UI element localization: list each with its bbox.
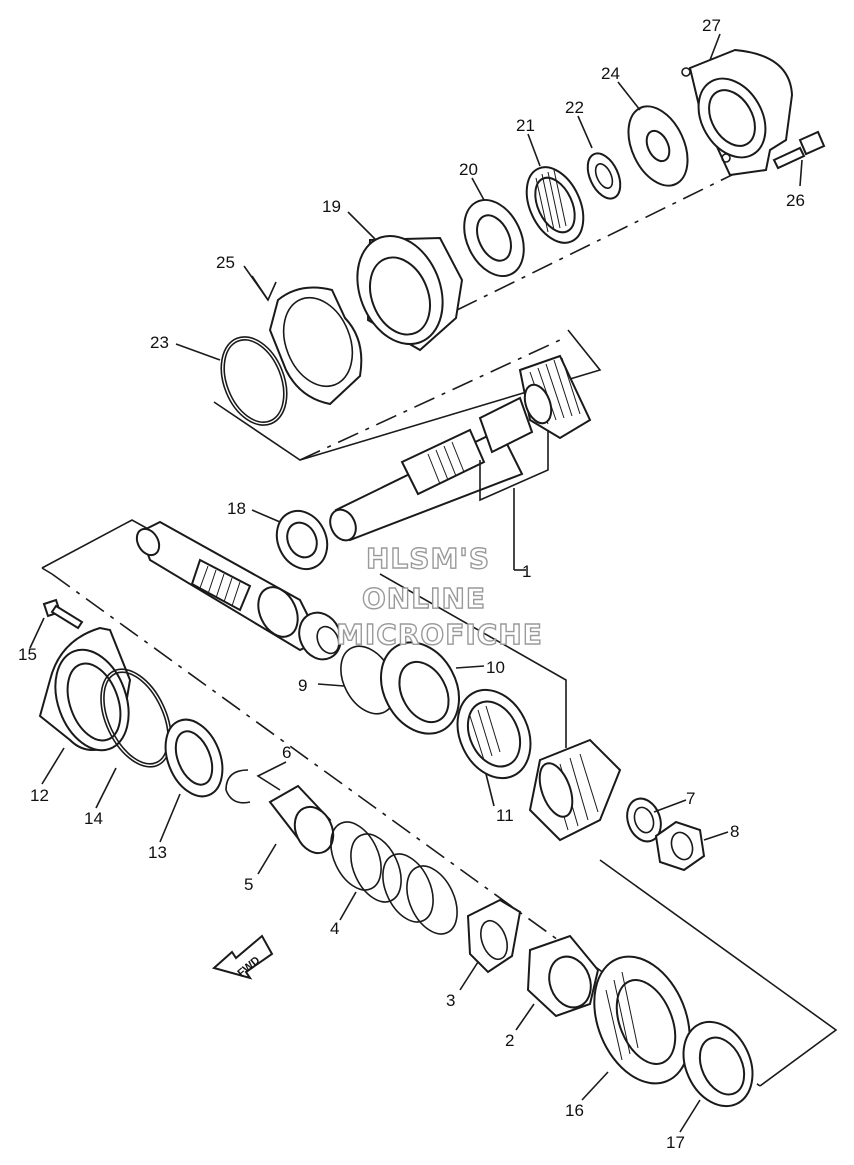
- callout-3: 3: [446, 991, 455, 1010]
- part-13-oil-seal[interactable]: [155, 711, 233, 805]
- watermark-line-1: HLSM'S: [366, 542, 490, 575]
- part-4-spring[interactable]: [321, 814, 467, 942]
- watermark: HLSM'S ONLINE MICROFICHE: [335, 541, 543, 651]
- callout-23: 23: [150, 333, 169, 352]
- callout-25: 25: [216, 253, 235, 272]
- part-14-o-ring[interactable]: [87, 658, 185, 778]
- lower-drive-shaft[interactable]: [132, 520, 348, 666]
- part-18-bearing[interactable]: [268, 503, 337, 578]
- part-11-bearing-race[interactable]: [444, 678, 545, 790]
- callout-labels: 27 24 22 21 20 19 25 23 26 18 1 15 9 10 …: [18, 16, 805, 1152]
- part-23-o-ring[interactable]: [209, 327, 299, 435]
- upper-assembly-outline: [213, 169, 743, 461]
- part-19-bearing-housing[interactable]: [342, 223, 464, 357]
- part-1-bracket: [479, 430, 549, 502]
- callout-20: 20: [459, 160, 478, 179]
- part-27-housing-cover[interactable]: [681, 48, 794, 177]
- callout-9: 9: [298, 676, 307, 695]
- callout-2: 2: [505, 1031, 514, 1050]
- callout-1: 1: [522, 562, 531, 581]
- part-12-flange-housing[interactable]: [38, 626, 142, 760]
- part-15-bolt[interactable]: [42, 598, 84, 630]
- part-16-reverse-gear[interactable]: [576, 942, 707, 1097]
- callout-8: 8: [730, 822, 739, 841]
- part-2-forward-gear[interactable]: [526, 934, 600, 1018]
- callout-13: 13: [148, 843, 167, 862]
- part-3-clutch-dog[interactable]: [466, 898, 522, 974]
- part-1-pinion-shaft[interactable]: [325, 396, 534, 545]
- callout-5: 5: [244, 875, 253, 894]
- watermark-line-3: MICROFICHE: [336, 618, 543, 651]
- callout-6: 6: [282, 743, 291, 762]
- callout-18: 18: [227, 499, 246, 518]
- fwd-arrow-icon: FWD: [211, 934, 274, 980]
- part-26-bolt[interactable]: [772, 130, 826, 170]
- callout-19: 19: [322, 197, 341, 216]
- callout-16: 16: [565, 1101, 584, 1120]
- part-8-nut[interactable]: [654, 820, 706, 872]
- part-1-pinion-gear[interactable]: [518, 354, 592, 440]
- part-6-circlip[interactable]: [225, 769, 251, 804]
- callout-24: 24: [601, 64, 620, 83]
- part-22-collar[interactable]: [581, 148, 627, 203]
- callout-7: 7: [686, 789, 695, 808]
- callout-21: 21: [516, 116, 535, 135]
- part-24-seal-plate[interactable]: [617, 97, 700, 195]
- watermark-line-2: ONLINE: [362, 582, 486, 615]
- part-5-collar[interactable]: [268, 784, 340, 859]
- callout-11: 11: [496, 806, 514, 825]
- callout-10: 10: [486, 658, 505, 677]
- part-20-bearing[interactable]: [453, 190, 536, 285]
- part-17-bearing[interactable]: [670, 1011, 765, 1118]
- part-21-bearing-race[interactable]: [515, 158, 594, 252]
- leader-lines: [29, 33, 803, 1133]
- callout-17: 17: [666, 1133, 685, 1152]
- callout-12: 12: [30, 786, 49, 805]
- callout-4: 4: [330, 919, 339, 938]
- callout-22: 22: [565, 98, 584, 117]
- part-7-lock-washer[interactable]: [621, 794, 666, 846]
- callout-15: 15: [18, 645, 37, 664]
- callout-14: 14: [84, 809, 103, 828]
- part-1-driven-gear[interactable]: [528, 738, 622, 842]
- part-10-bearing[interactable]: [366, 629, 475, 748]
- part-25-gasket[interactable]: [268, 286, 365, 406]
- callout-27: 27: [702, 16, 721, 35]
- callout-26: 26: [786, 191, 805, 210]
